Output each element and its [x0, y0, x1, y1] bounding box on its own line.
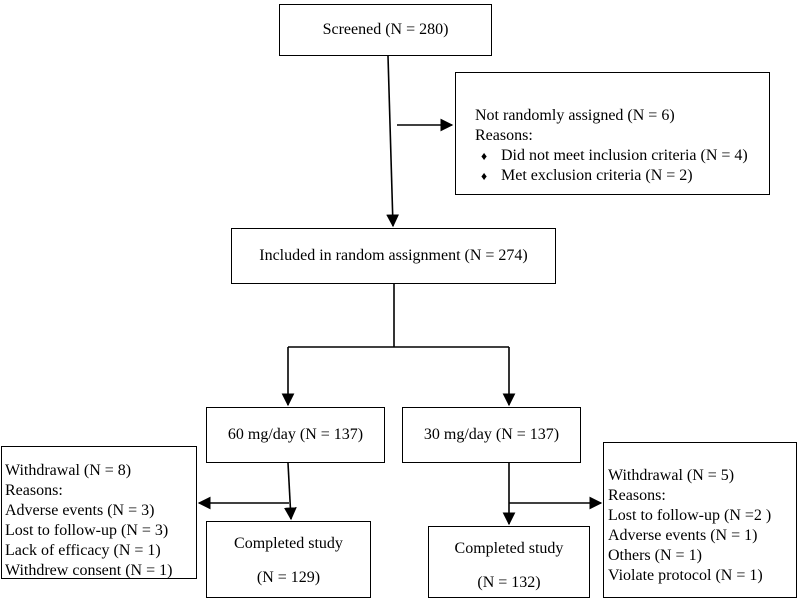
arm-30-withdrawal-box: Withdrawal (N = 5) Reasons: Lost to foll… — [603, 442, 797, 598]
not-assigned-title: Not randomly assigned (N = 6) — [475, 107, 675, 124]
withdrawal-item: Others (N = 1) — [608, 547, 702, 564]
not-assigned-box: Not randomly assigned (N = 6) Reasons: ♦… — [455, 72, 770, 195]
diamond-bullet-icon: ♦ — [481, 149, 488, 163]
arm-60-box: 60 mg/day (N = 137) — [206, 407, 385, 463]
included-box: Included in random assignment (N = 274) — [231, 228, 556, 284]
withdrawal-title: Withdrawal (N = 8) — [5, 462, 132, 479]
arm-30-box: 30 mg/day (N = 137) — [402, 407, 581, 463]
arm-30-completed-box: Completed study (N = 132) — [428, 526, 590, 598]
not-assigned-item: ♦Did not meet inclusion criteria (N = 4) — [481, 147, 748, 164]
screened-box: Screened (N = 280) — [279, 4, 492, 56]
arrow-screened-to-included — [386, 55, 400, 228]
included-label: Included in random assignment (N = 274) — [259, 247, 528, 264]
withdrawal-item: Withdrew consent (N = 1) — [5, 562, 173, 579]
withdrawal-item: Adverse events (N = 3) — [5, 502, 155, 519]
not-assigned-reasons-label: Reasons: — [475, 127, 533, 144]
withdrawal-title: Withdrawal (N = 5) — [608, 467, 735, 484]
withdrawal-item: Lost to follow-up (N = 3) — [5, 522, 169, 539]
withdrawal-item: Violate protocol (N = 1) — [608, 567, 763, 584]
screened-label: Screened (N = 280) — [322, 21, 449, 38]
withdrawal-reasons-label: Reasons: — [608, 487, 666, 504]
withdrawal-item: Adverse events (N = 1) — [608, 527, 758, 544]
arm-60-completed-box: Completed study (N = 129) — [206, 521, 371, 598]
arrow-60-to-completed — [283, 462, 297, 521]
completed-count: (N = 129) — [256, 569, 321, 586]
completed-label: Completed study — [454, 540, 564, 557]
withdrawal-item: Lack of efficacy (N = 1) — [5, 542, 161, 559]
diamond-bullet-icon: ♦ — [481, 169, 488, 183]
completed-label: Completed study — [234, 535, 343, 552]
not-assigned-item: ♦Met exclusion criteria (N = 2) — [481, 167, 693, 184]
withdrawal-item: Lost to follow-up (N =2 ) — [608, 507, 772, 524]
arm-60-label: 60 mg/day (N = 137) — [227, 426, 364, 443]
arm-60-withdrawal-box: Withdrawal (N = 8) Reasons: Adverse even… — [1, 446, 197, 579]
completed-count: (N = 132) — [477, 574, 541, 591]
withdrawal-reasons-label: Reasons: — [5, 482, 63, 499]
arm-30-label: 30 mg/day (N = 137) — [423, 426, 560, 443]
